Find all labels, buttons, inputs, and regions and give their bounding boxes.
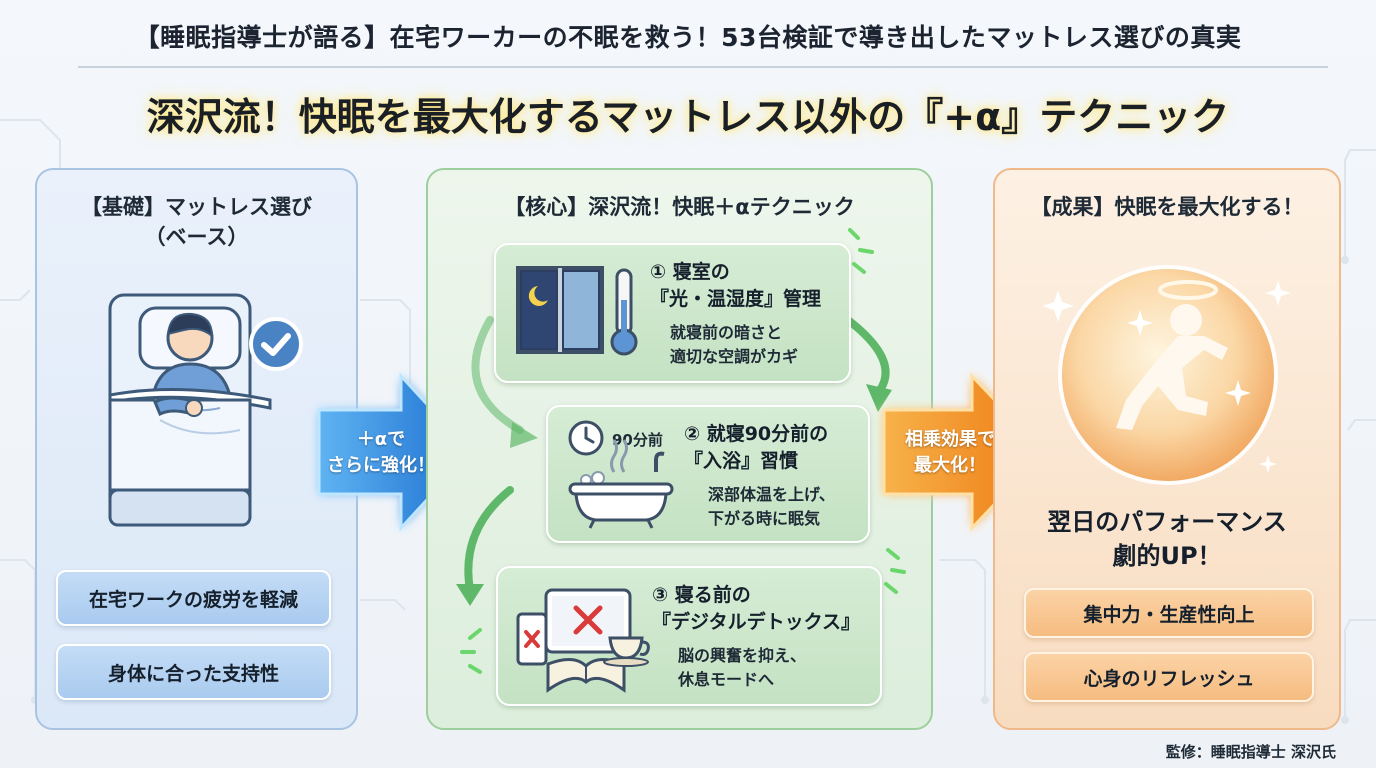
checkmark-badge-icon — [249, 317, 303, 371]
enhance-arrow-label: ＋αで さらに強化！ — [327, 429, 435, 476]
window-thermometer-icon — [516, 266, 638, 356]
foundation-benefit-fatigue: 在宅ワークの疲労を軽減 — [56, 570, 331, 626]
core-technique-heading: 【核心】深沢流！快眠＋αテクニック — [504, 195, 855, 219]
synergy-arrow-label: 相乗効果で 最大化！ — [905, 429, 995, 476]
supervisor-credit: 監修：睡眠指導士 深沢氏 — [1165, 743, 1336, 761]
person-sleeping-in-bed-icon — [108, 293, 272, 527]
header-divider — [78, 66, 1328, 68]
technique-card-title: ② 就寝90分前の 『入浴』習慣 — [684, 423, 829, 472]
technique-card-title: ① 寝室の 『光・温湿度』管理 — [650, 261, 822, 310]
result-statement: 翌日のパフォーマンス 劇的UP！ — [1047, 508, 1287, 570]
technique-card-desc: 脳の興奮を抑え、 休息モードへ — [678, 646, 807, 689]
technique-card-desc: 就寝前の暗さと 適切な空調がカギ — [670, 323, 799, 366]
result-benefit-focus: 集中力・生産性向上 — [1024, 588, 1314, 638]
foundation-heading: 【基礎】マットレス選び （ベース） — [81, 195, 312, 249]
page-title: 深沢流！快眠を最大化するマットレス以外の『+α』テクニック — [146, 95, 1230, 139]
foundation-benefit-support: 身体に合った支持性 — [56, 644, 331, 700]
technique-card-desc: 深部体温を上げ、 下がる時に眠気 — [708, 485, 835, 528]
technique-card-title: ③ 寝る前の 『デジタルデトックス』 — [652, 584, 861, 633]
clock-bathtub-icon — [568, 420, 674, 529]
glowing-floating-person-orb-icon — [1042, 265, 1291, 485]
result-heading: 【成果】快眠を最大化する！ — [1030, 195, 1304, 219]
sparkle-accents — [460, 228, 906, 674]
flow-arrows — [456, 316, 892, 606]
header-subtitle: 【睡眠指導士が語る】在宅ワーカーの不眠を救う！53台検証で導き出したマットレス選… — [134, 23, 1242, 52]
result-benefit-refresh: 心身のリフレッシュ — [1024, 652, 1314, 702]
devices-off-book-tea-icon — [516, 588, 650, 693]
